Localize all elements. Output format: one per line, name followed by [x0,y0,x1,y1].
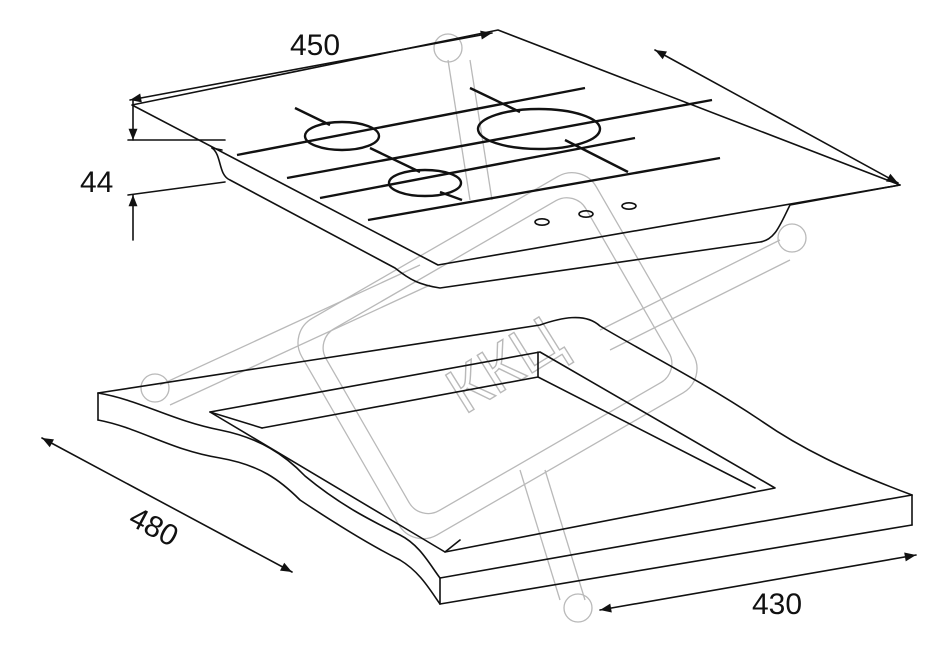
control-knob-1 [534,218,550,227]
control-knob-2 [578,210,594,219]
dimension-cutout-width: 430 [599,552,917,621]
control-knob-3 [621,202,637,211]
countertop-outline [97,316,913,496]
watermark-logo: ККЦ [140,33,807,623]
dimension-width-top: 450 [129,29,493,103]
hob-housing [211,147,901,289]
countertop [97,316,913,605]
dimension-depth: 480 [41,437,293,573]
burner-small-left [303,120,381,152]
hob-unit [131,29,901,289]
pan-support-grid [236,86,721,222]
burner-small-front [387,168,463,198]
dimension-width-top-label: 450 [290,29,340,62]
dimension-height-label: 44 [80,166,113,199]
burner-large [476,107,602,151]
dimension-height: 44 [80,99,226,241]
dimension-cutout-width-label: 430 [752,588,802,621]
cutout-opening [209,351,776,553]
dimension-depth-hob [654,49,899,184]
